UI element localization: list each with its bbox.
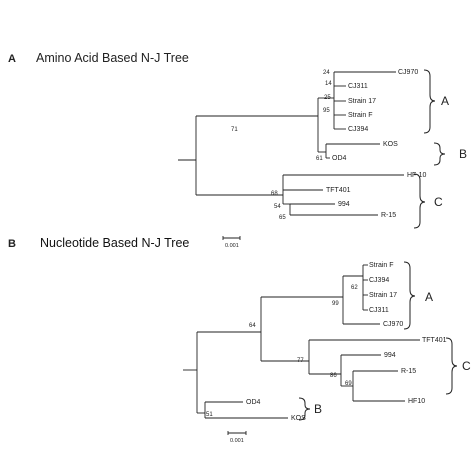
bootstrap-value: 62 <box>351 285 358 291</box>
bootstrap-value: 65 <box>279 215 286 221</box>
leaf-label: KOS <box>291 415 306 422</box>
leaf-label: KOS <box>383 141 398 148</box>
leaf-label: CJ970 <box>383 321 403 328</box>
leaf-label: CJ970 <box>398 69 418 76</box>
leaf-label: OD4 <box>246 399 261 406</box>
panel-b-branches <box>183 264 420 419</box>
leaf-label: R-15 <box>401 368 416 375</box>
leaf-label: Strain 17 <box>369 292 397 299</box>
bootstrap-value: 95 <box>323 108 330 114</box>
panel-b-title: Nucleotide Based N-J Tree <box>40 236 189 250</box>
leaf-label: TFT401 <box>326 187 351 194</box>
panel-a-title: Amino Acid Based N-J Tree <box>36 51 189 65</box>
leaf-label: TFT401 <box>422 337 447 344</box>
leaf-label: HF-10 <box>407 172 427 179</box>
panel-a-bootstrap-values: 24 14 25 95 71 61 68 54 65 <box>231 70 332 221</box>
bootstrap-value: 71 <box>231 127 238 133</box>
leaf-label: CJ311 <box>369 307 389 314</box>
panel-b-clade-brackets: A C B <box>298 261 471 421</box>
clade-label: B <box>314 402 322 416</box>
clade-label: A <box>441 94 449 108</box>
panel-a: A Amino Acid Based N-J Tree <box>8 51 467 249</box>
bootstrap-value: 77 <box>297 358 304 364</box>
panel-b: B Nucleotide Based N-J Tree <box>8 236 471 444</box>
leaf-label: HF10 <box>408 398 425 405</box>
bootstrap-value: 86 <box>330 373 337 379</box>
panel-b-bootstrap-values: 62 99 64 77 86 69 51 <box>206 285 358 418</box>
leaf-label: Strain F <box>348 112 373 119</box>
bootstrap-value: 68 <box>271 191 278 197</box>
clade-label: B <box>459 147 467 161</box>
bootstrap-value: 24 <box>323 70 330 76</box>
bootstrap-value: 61 <box>316 156 323 162</box>
bootstrap-value: 99 <box>332 301 339 307</box>
leaf-label: 994 <box>384 352 396 359</box>
scale-bar-label: 0.001 <box>230 438 244 444</box>
clade-label: A <box>425 290 433 304</box>
leaf-label: R-15 <box>381 212 396 219</box>
clade-label: C <box>462 359 471 373</box>
bootstrap-value: 25 <box>324 95 331 101</box>
bootstrap-value: 69 <box>345 381 352 387</box>
bootstrap-value: 51 <box>206 412 213 418</box>
panel-a-scale-bar: 0.001 <box>222 236 241 249</box>
leaf-label: CJ311 <box>348 83 368 90</box>
panel-b-leaf-labels: Strain F CJ394 Strain 17 CJ311 CJ970 TFT… <box>246 262 447 422</box>
bootstrap-value: 54 <box>274 204 281 210</box>
scale-bar-label: 0.001 <box>225 243 239 249</box>
leaf-label: Strain 17 <box>348 98 376 105</box>
leaf-label: Strain F <box>369 262 394 269</box>
bootstrap-value: 14 <box>325 81 332 87</box>
panel-b-scale-bar: 0.001 <box>227 431 247 444</box>
bootstrap-value: 64 <box>249 323 256 329</box>
panel-a-branches <box>178 71 404 216</box>
leaf-label: OD4 <box>332 155 347 162</box>
panel-a-clade-brackets: A B C <box>413 69 467 229</box>
panel-a-leaf-labels: CJ970 CJ311 Strain 17 Strain F CJ394 KOS… <box>326 69 427 219</box>
leaf-label: 994 <box>338 201 350 208</box>
clade-label: C <box>434 195 443 209</box>
panel-a-letter: A <box>8 53 16 65</box>
leaf-label: CJ394 <box>348 126 368 133</box>
leaf-label: CJ394 <box>369 277 389 284</box>
panel-b-letter: B <box>8 238 16 250</box>
